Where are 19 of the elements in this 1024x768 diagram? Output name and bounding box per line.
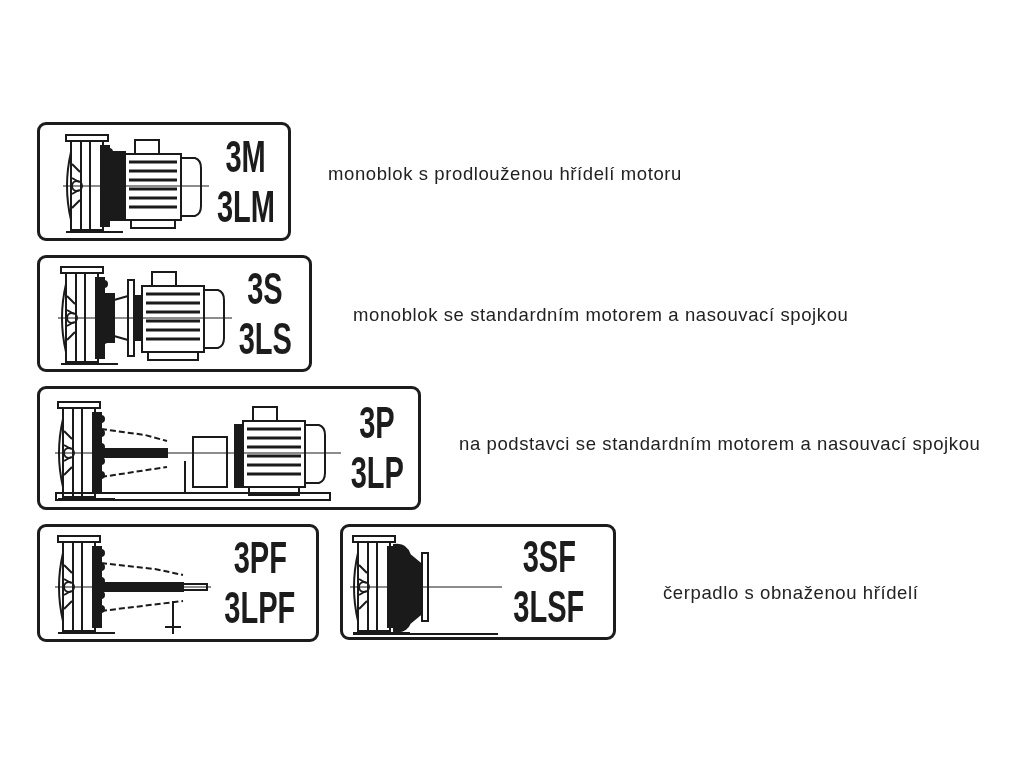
model-code: 3M — [225, 133, 267, 180]
pump-type-card — [37, 386, 421, 510]
model-code: 3LSF — [513, 584, 585, 630]
model-code: 3LS — [238, 315, 292, 362]
model-code: 3SF — [522, 534, 576, 580]
description-text: monoblok s prodlouženou hřídelí motoru — [328, 163, 682, 184]
pump-type-card — [340, 524, 616, 640]
model-code: 3LPF — [224, 585, 296, 631]
model-code: 3PF — [233, 535, 287, 581]
pump-type-card — [37, 122, 291, 241]
model-code: 3LM — [216, 183, 276, 230]
pump-type-card — [37, 255, 312, 372]
description-text: na podstavci se standardním motorem a nasouvací spojkou — [459, 433, 981, 454]
model-code: 3P — [359, 400, 395, 446]
model-code: 3LP — [350, 450, 404, 496]
pump-type-card — [37, 524, 319, 642]
description-text: monoblok se standardním motorem a nasouvací spojkou — [353, 304, 849, 325]
model-code: 3S — [247, 265, 283, 312]
description-text: čerpadlo s obnaženou hřídelí — [663, 582, 919, 603]
